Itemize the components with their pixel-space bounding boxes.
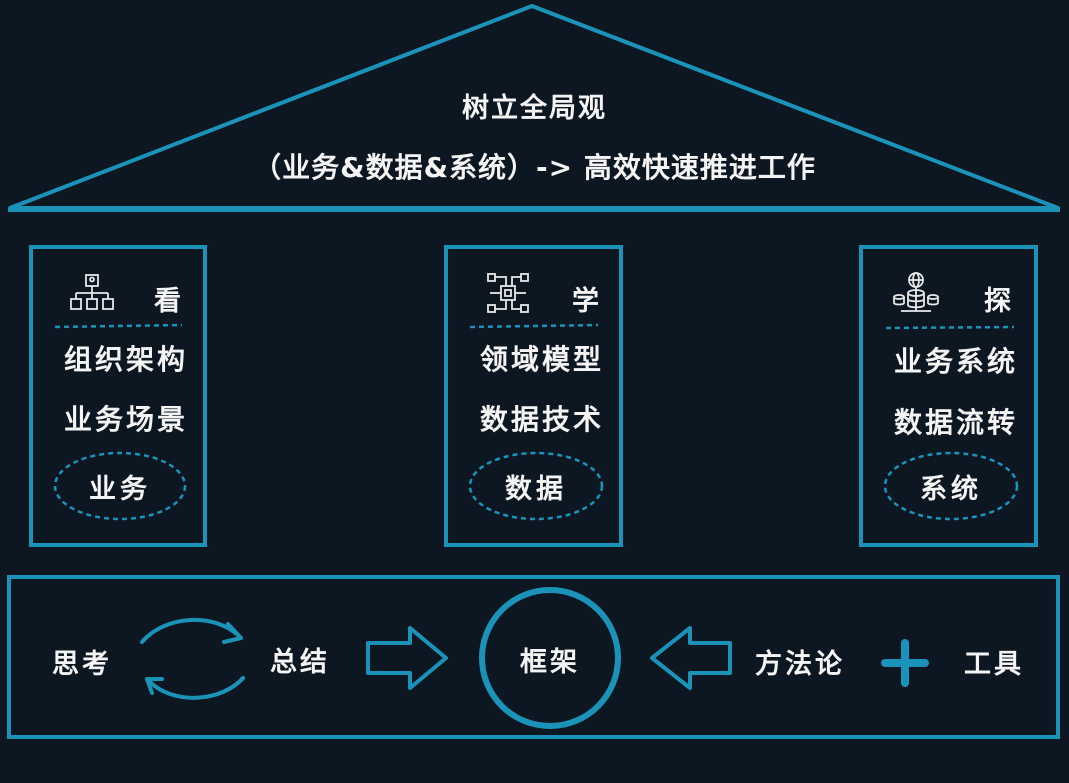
base-frame	[7, 575, 1060, 739]
pillar-oval-label-2: 数据	[505, 474, 567, 505]
pillar-item-2-2: 数据技术	[480, 403, 605, 436]
circuit-chip-icon	[487, 273, 529, 313]
framework-circle	[479, 587, 621, 729]
arrow-left-icon	[650, 626, 732, 690]
base-summary: 总结	[270, 647, 330, 678]
database-globe-icon	[893, 272, 939, 312]
pillar-item-3-1: 业务系统	[894, 345, 1019, 378]
base-think: 思考	[52, 649, 112, 680]
pillar-item-2-1: 领域模型	[480, 343, 605, 376]
pillar-head-3: 探	[984, 286, 1011, 317]
pillar-frame-1	[29, 245, 207, 547]
roof-title: 树立全局观	[462, 93, 607, 124]
cycle-arrows-icon	[140, 617, 245, 700]
arrow-right-icon	[366, 626, 448, 690]
pillar-separator-1	[54, 323, 183, 329]
pillar-item-1-1: 组织架构	[64, 343, 189, 376]
org-chart-icon	[70, 274, 114, 310]
roof-subtitle: （业务&数据&系统）-> 高效快速推进工作	[253, 151, 816, 184]
pillar-oval-label-1: 业务	[89, 474, 151, 505]
pillar-item-1-2: 业务场景	[64, 403, 189, 436]
base-method: 方法论	[755, 649, 845, 680]
pillar-oval-label-3: 系统	[920, 474, 982, 505]
pillar-oval-3	[883, 451, 1019, 521]
pillar-frame-3	[859, 245, 1038, 547]
pillar-item-3-2: 数据流转	[894, 406, 1019, 439]
pillar-frame-2	[444, 245, 623, 547]
pillar-oval-1	[53, 451, 187, 521]
plus-icon	[881, 639, 929, 687]
pillar-separator-2	[469, 323, 599, 329]
base-tools: 工具	[964, 649, 1024, 680]
base-center: 框架	[520, 647, 580, 678]
pillar-separator-3	[885, 325, 1015, 330]
pillar-oval-2	[468, 451, 604, 521]
pillar-head-1: 看	[154, 286, 181, 317]
pillar-head-2: 学	[572, 286, 599, 317]
